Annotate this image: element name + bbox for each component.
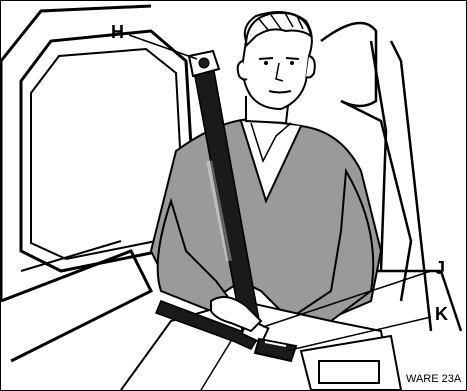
label-j: J <box>435 259 445 277</box>
callout-line-h <box>129 35 197 59</box>
label-k: K <box>435 305 448 323</box>
head <box>238 12 315 109</box>
figure-reference: WARE 23A <box>406 374 461 385</box>
label-h: H <box>111 23 124 41</box>
